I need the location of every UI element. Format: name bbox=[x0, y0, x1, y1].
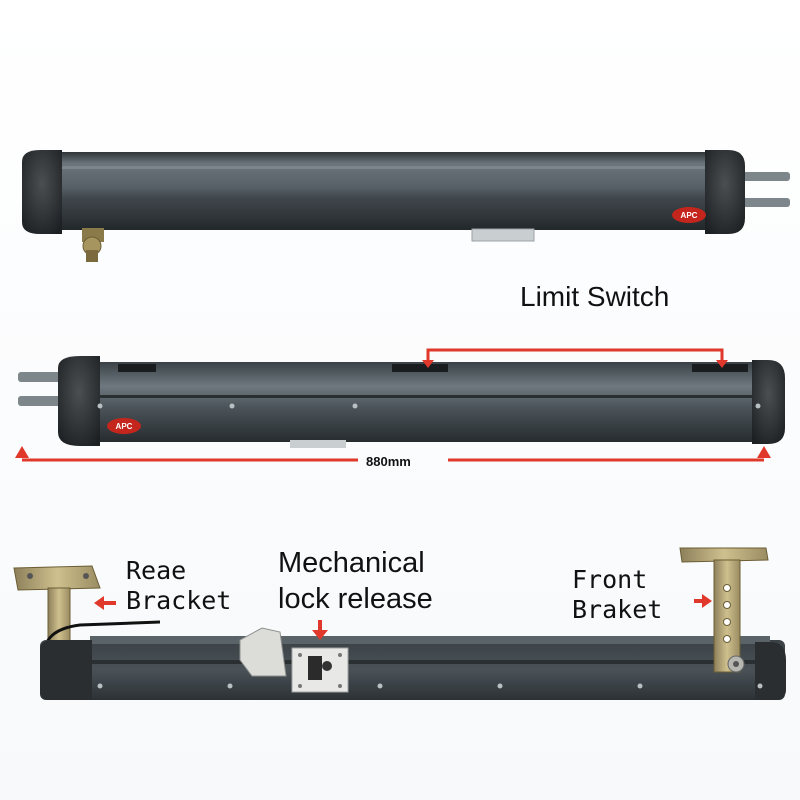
rear-bracket-label-line2: Bracket bbox=[126, 586, 232, 615]
arrow-down-icon bbox=[422, 360, 434, 368]
brand-logo-text: APC bbox=[681, 211, 698, 220]
lock-release-label-line1: Mechanical bbox=[278, 547, 425, 579]
limit-switch-indicator bbox=[426, 348, 724, 360]
arrow-up-icon bbox=[757, 446, 771, 458]
actuator-top: APC bbox=[22, 150, 790, 262]
lock-release-mechanism bbox=[239, 627, 349, 693]
arrow-left-icon bbox=[94, 596, 116, 610]
actuator-middle: APC bbox=[18, 356, 785, 448]
front-bracket bbox=[679, 547, 769, 673]
arrow-down-icon bbox=[312, 620, 328, 640]
limit-switch-label: Limit Switch bbox=[520, 281, 670, 312]
brand-logo-middle: APC bbox=[107, 418, 141, 434]
dimension-label: 880mm bbox=[366, 454, 411, 469]
brand-logo-middle-text: APC bbox=[116, 422, 133, 431]
arrow-right-icon bbox=[694, 594, 712, 608]
front-bracket-label-line2: Braket bbox=[572, 595, 663, 624]
rear-bracket-label-line1: Reae bbox=[126, 556, 187, 585]
brand-logo: APC bbox=[672, 207, 706, 223]
actuator-rail bbox=[13, 547, 786, 700]
arrow-down-icon bbox=[716, 360, 728, 368]
lock-release-label-line2: lock release bbox=[278, 583, 433, 615]
front-bracket-label-line1: Front bbox=[572, 565, 648, 594]
arrow-up-icon bbox=[15, 446, 29, 458]
